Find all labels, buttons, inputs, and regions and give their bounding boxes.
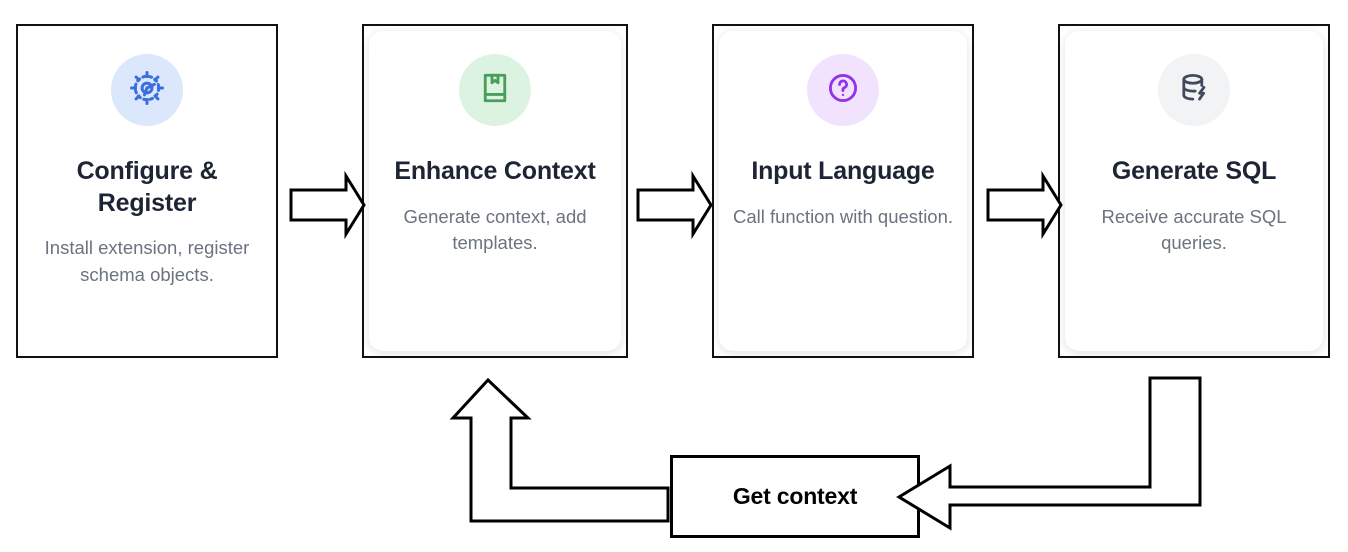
book-bookmark-icon (477, 70, 513, 111)
gear-icon (128, 69, 166, 112)
gear-icon-badge (111, 54, 183, 126)
step-title: Generate SQL (1111, 157, 1277, 185)
database-bolt-icon-badge (1158, 54, 1230, 126)
step-description: Call function with question. (732, 205, 954, 227)
step-description: Receive accurate SQL queries. (1101, 205, 1287, 254)
flow-arrow-1 (289, 170, 366, 240)
step-card-configure-register[interactable]: Configure & Register Install extension, … (16, 24, 278, 358)
step-card-input-language[interactable]: Input Language Call function with questi… (712, 24, 974, 358)
step-card-generate-sql[interactable]: Generate SQL Receive accurate SQL querie… (1058, 24, 1330, 358)
database-bolt-icon (1176, 70, 1212, 111)
book-bookmark-icon-badge (459, 54, 531, 126)
step-description: Install extension, register schema objec… (44, 237, 250, 285)
flow-arrow-2 (636, 170, 713, 240)
feedback-arrow-up (449, 377, 670, 523)
step-card-enhance-context[interactable]: Enhance Context Generate context, add te… (362, 24, 628, 358)
question-circle-icon-badge (807, 54, 879, 126)
get-context-label: Get context (732, 483, 858, 509)
step-title: Configure & Register (76, 157, 218, 217)
step-title: Input Language (751, 157, 935, 185)
flow-arrow-3 (986, 170, 1063, 240)
step-title: Enhance Context (394, 157, 596, 185)
step-description: Generate context, add templates. (403, 205, 587, 254)
get-context-box[interactable]: Get context (670, 455, 920, 538)
question-circle-icon (825, 70, 861, 111)
feedback-arrow-left (896, 376, 1202, 531)
